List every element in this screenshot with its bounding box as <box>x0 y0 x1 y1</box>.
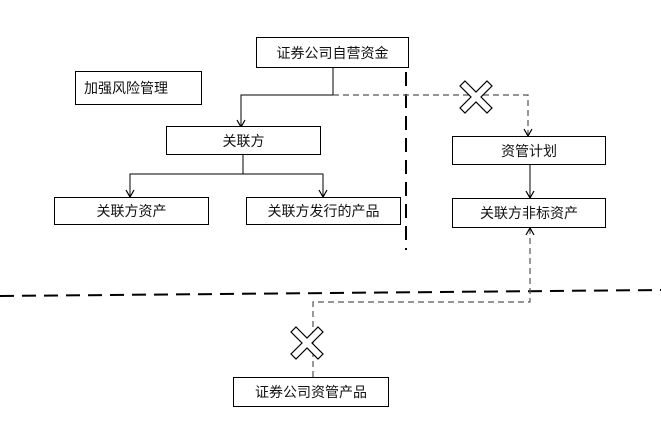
edge-funds-to-asset-plan <box>333 94 533 138</box>
node-label: 关联方非标资产 <box>480 206 578 222</box>
node-related-party: 关联方 <box>166 126 321 155</box>
cross-icon <box>459 80 493 114</box>
node-label: 资管计划 <box>501 143 557 160</box>
node-label: 加强风险管理 <box>84 81 168 97</box>
node-securities-proprietary-funds: 证券公司自营资金 <box>256 37 409 68</box>
node-related-party-products: 关联方发行的产品 <box>246 197 401 225</box>
node-label: 证券公司资管产品 <box>255 385 367 401</box>
node-label: 关联方发行的产品 <box>267 204 380 220</box>
edge-am-products-to-nonstandard <box>312 226 535 377</box>
cross-icon <box>290 326 324 360</box>
node-label: 关联方资产 <box>96 204 167 220</box>
node-label: 证券公司自营资金 <box>276 45 389 62</box>
node-asset-management-plan: 资管计划 <box>452 136 606 165</box>
node-securities-asset-management-products: 证券公司资管产品 <box>233 377 389 407</box>
horizontal-boundary-line <box>0 289 661 297</box>
edge-related-party-to-products <box>243 173 328 199</box>
edge-funds-to-related-party <box>236 67 334 129</box>
edge-related-party-to-assets <box>125 173 243 199</box>
node-label: 关联方 <box>222 133 265 150</box>
node-strengthen-risk-management: 加强风险管理 <box>75 71 202 105</box>
node-related-party-nonstandard-assets: 关联方非标资产 <box>452 198 606 228</box>
node-related-party-assets: 关联方资产 <box>54 197 209 225</box>
